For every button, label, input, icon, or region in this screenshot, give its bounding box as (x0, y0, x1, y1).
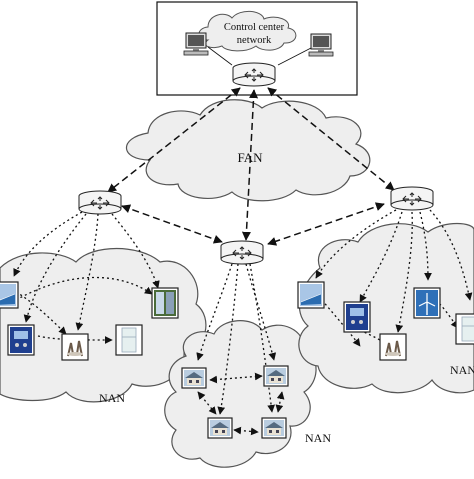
router-icon (220, 240, 264, 265)
nan-label-bottom: NAN (305, 431, 331, 445)
appliance-icon (379, 333, 407, 361)
router-icon (232, 62, 276, 87)
house-icon (263, 365, 289, 387)
appliance-icon (455, 313, 474, 345)
house-icon (181, 367, 207, 389)
house-icon (261, 417, 287, 439)
appliance-icon (61, 333, 89, 361)
control-center-label-line1: Control center (224, 22, 285, 33)
control-center-box: Control center network (156, 1, 358, 96)
solar-panel-icon (297, 281, 325, 309)
smart-meter-icon (343, 301, 371, 333)
router-icon (390, 186, 434, 211)
smart-meter-icon (7, 324, 35, 356)
router-icon (78, 190, 122, 215)
building-icon (151, 287, 179, 319)
solar-panel-icon (0, 281, 19, 309)
computer-icon (308, 33, 334, 57)
nan-label-left: NAN (99, 391, 125, 405)
fan-cloud: FAN (125, 99, 371, 202)
appliance-icon (115, 324, 143, 356)
wind-turbine-icon (413, 287, 441, 319)
nan-bottom-links (196, 263, 285, 436)
nan-cloud-right: NAN (298, 222, 474, 394)
computer-icon (183, 32, 209, 56)
fan-links (107, 87, 395, 246)
control-center-label-line2: network (237, 35, 272, 46)
nan-label-right: NAN (450, 363, 474, 377)
house-icon (207, 417, 233, 439)
